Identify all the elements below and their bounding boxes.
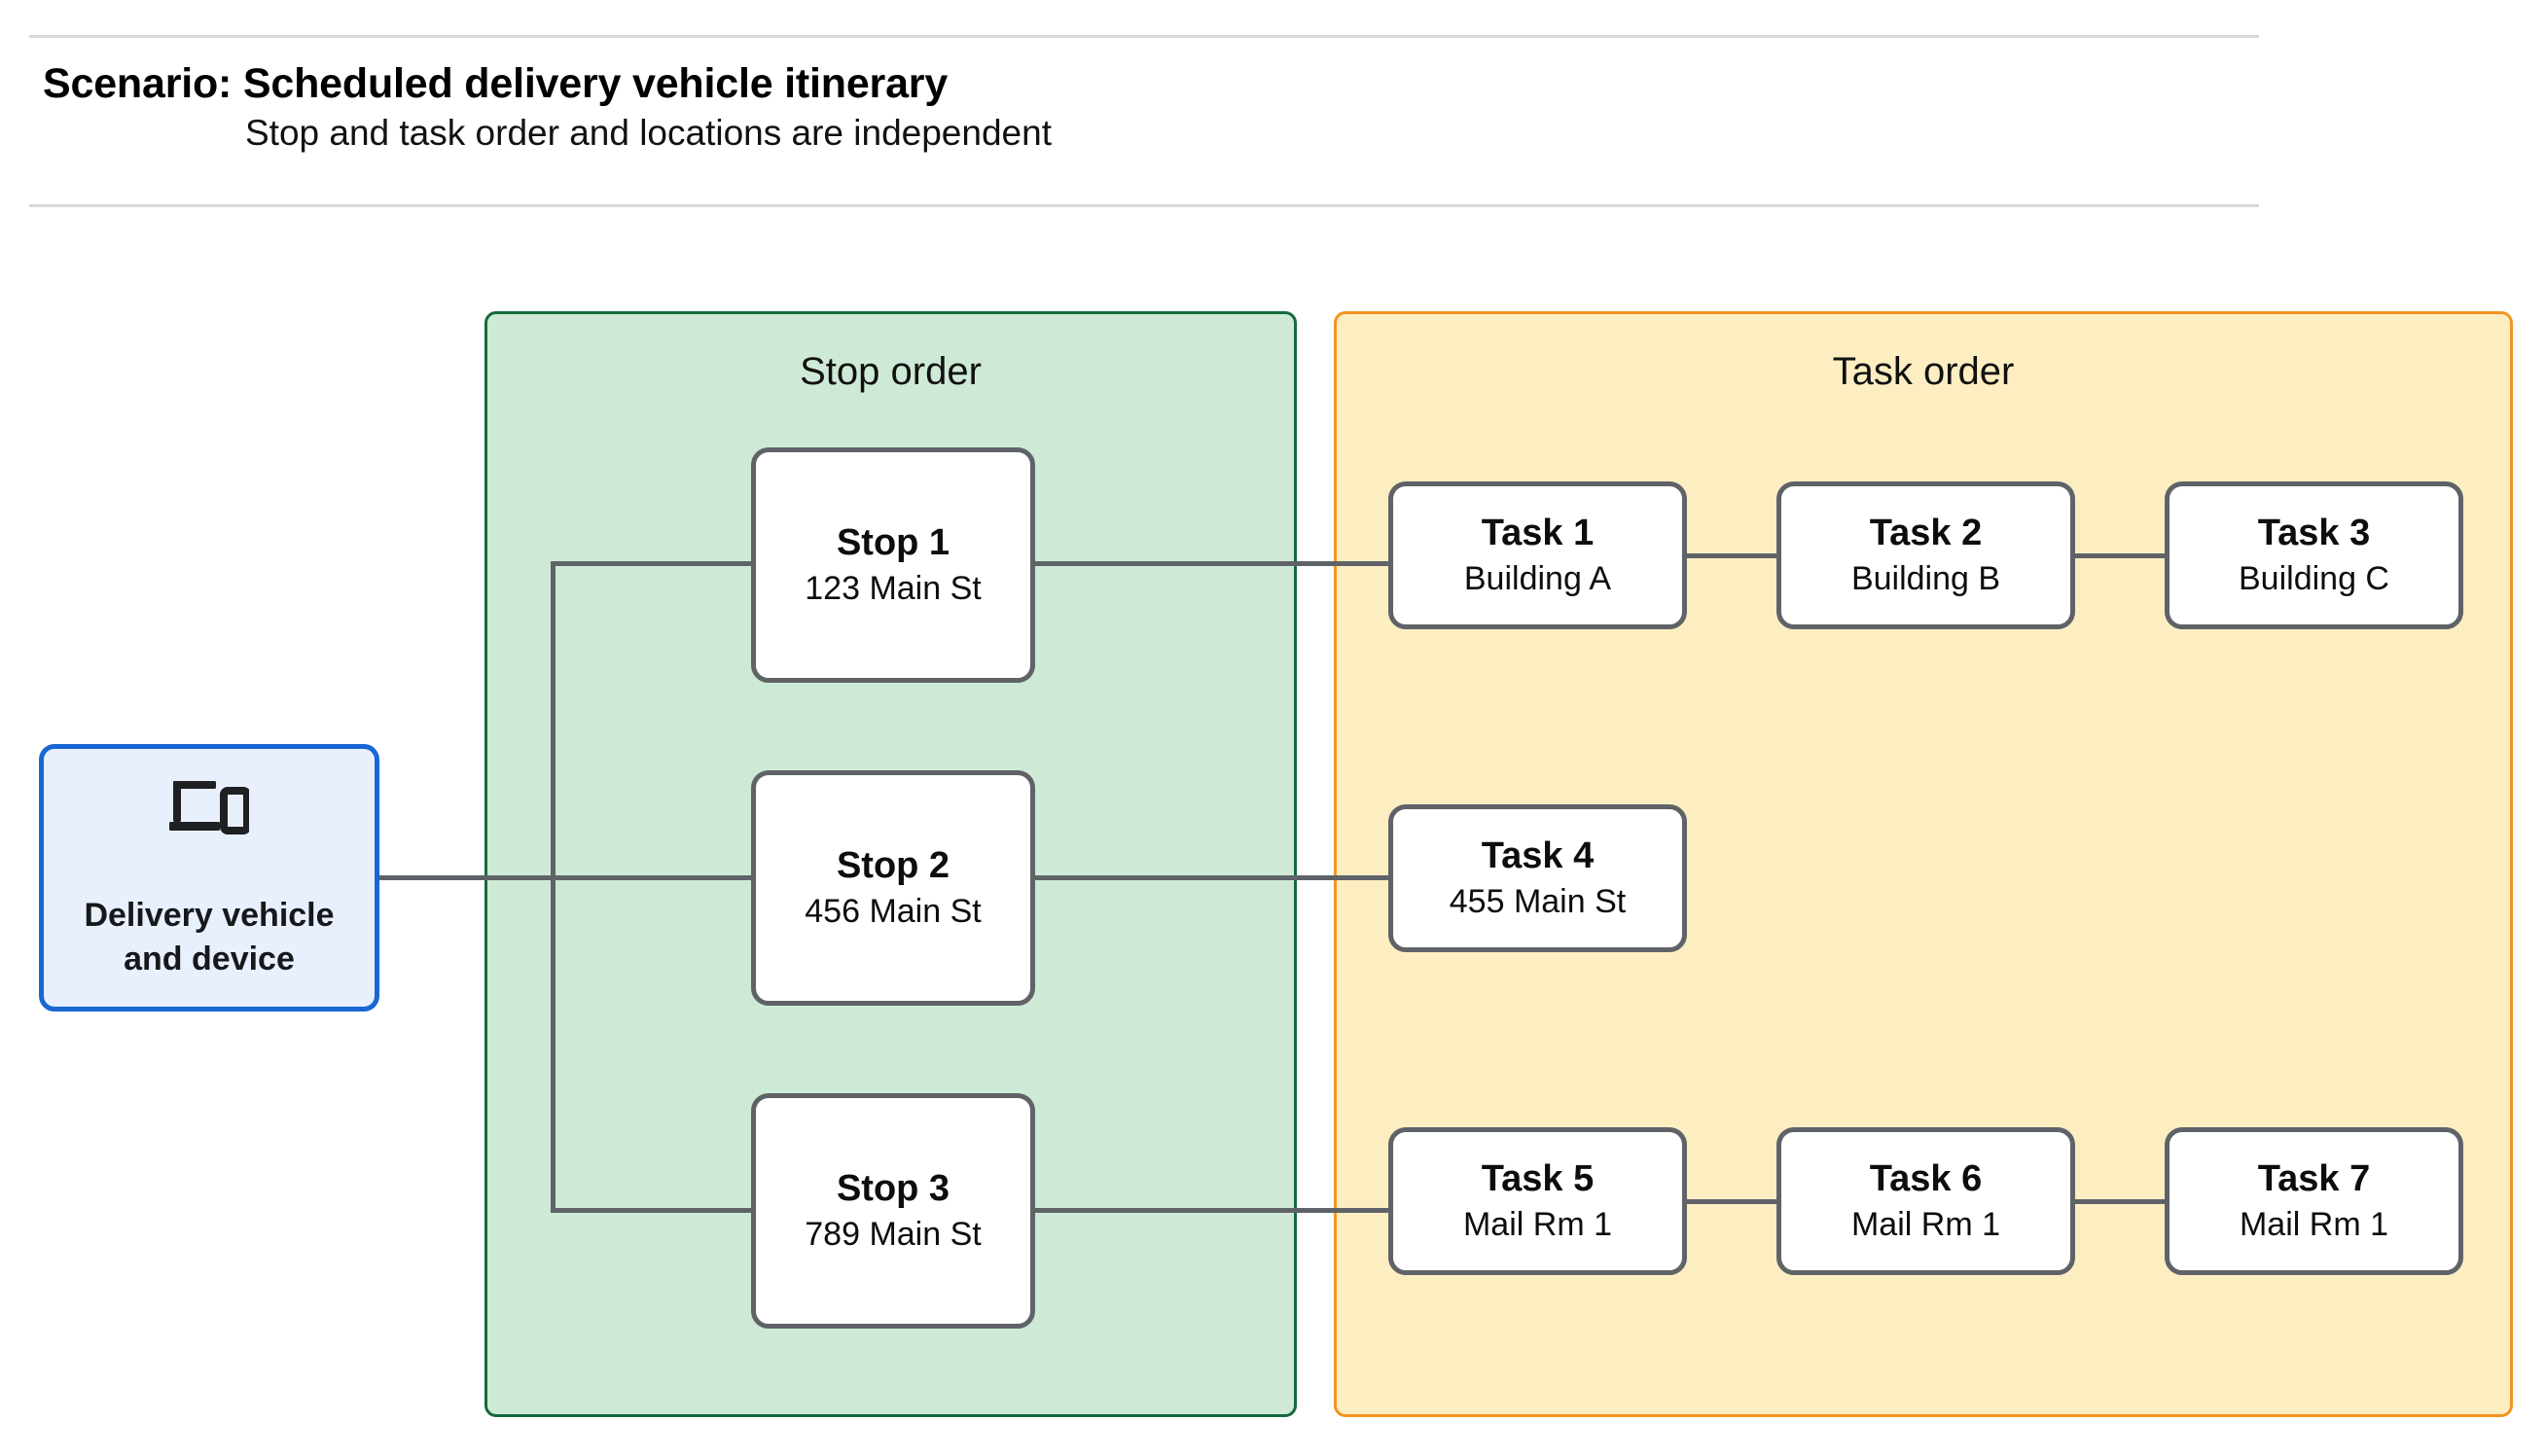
delivery-vehicle-and-device-node[interactable]: Delivery vehicle and device: [39, 744, 379, 1012]
connector-stop-3-to-task-5: [1030, 1208, 1393, 1213]
task-node-7-location: Mail Rm 1: [2239, 1206, 2389, 1244]
connector-task-2-to-task-3: [2071, 553, 2169, 558]
task-node-6-location: Mail Rm 1: [1850, 1206, 2001, 1244]
stop-node-2-address: 456 Main St: [805, 893, 982, 931]
stop-node-1[interactable]: Stop 1 123 Main St: [751, 447, 1035, 683]
task-node-1[interactable]: Task 1 Building A: [1388, 481, 1687, 629]
task-node-1-location: Building A: [1463, 560, 1612, 598]
task-node-7-title: Task 7: [2257, 1158, 2371, 1200]
task-node-7[interactable]: Task 7 Mail Rm 1: [2165, 1127, 2463, 1275]
connector-vehicle-to-bus: [377, 875, 555, 880]
header-divider-bottom: [29, 204, 2259, 207]
task-node-4-title: Task 4: [1481, 835, 1595, 877]
page-subtitle: Stop and task order and locations are in…: [245, 113, 1052, 153]
task-node-6[interactable]: Task 6 Mail Rm 1: [1776, 1127, 2075, 1275]
task-node-2-title: Task 2: [1869, 513, 1983, 554]
stop-node-1-address: 123 Main St: [805, 570, 982, 608]
task-node-5-title: Task 5: [1481, 1158, 1595, 1200]
connector-bus-to-stop-1: [551, 561, 756, 566]
task-node-3-location: Building C: [2239, 560, 2389, 598]
task-node-4[interactable]: Task 4 455 Main St: [1388, 804, 1687, 952]
task-node-1-title: Task 1: [1481, 513, 1595, 554]
task-node-2[interactable]: Task 2 Building B: [1776, 481, 2075, 629]
connector-stop-1-to-task-1: [1030, 561, 1393, 566]
connector-bus-to-stop-3: [551, 1208, 756, 1213]
connector-bus-to-stop-2: [551, 875, 756, 880]
page-title: Scenario: Scheduled delivery vehicle iti…: [43, 60, 949, 107]
stop-node-2-title: Stop 2: [836, 845, 950, 887]
header-divider-top: [29, 35, 2259, 38]
stop-node-3-address: 789 Main St: [805, 1216, 982, 1254]
vehicle-label-line-2: and device: [124, 940, 295, 977]
stop-node-2[interactable]: Stop 2 456 Main St: [751, 770, 1035, 1006]
task-node-4-location: 455 Main St: [1449, 883, 1627, 921]
vehicle-label: Delivery vehicle and device: [84, 894, 334, 979]
stop-order-group-title: Stop order: [800, 350, 982, 393]
vehicle-label-line-1: Delivery vehicle: [84, 897, 335, 935]
connector-task-1-to-task-2: [1683, 553, 1780, 558]
connector-task-6-to-task-7: [2071, 1199, 2169, 1204]
stop-node-3-title: Stop 3: [836, 1168, 950, 1210]
task-node-5[interactable]: Task 5 Mail Rm 1: [1388, 1127, 1687, 1275]
connector-bus-vertical: [551, 561, 556, 1213]
stop-node-3[interactable]: Stop 3 789 Main St: [751, 1093, 1035, 1329]
devices-laptop-phone-icon: [169, 781, 249, 835]
task-node-5-location: Mail Rm 1: [1462, 1206, 1613, 1244]
task-node-6-title: Task 6: [1869, 1158, 1983, 1200]
task-node-3-title: Task 3: [2257, 513, 2371, 554]
task-node-3[interactable]: Task 3 Building C: [2165, 481, 2463, 629]
stop-node-1-title: Stop 1: [836, 522, 950, 564]
task-node-2-location: Building B: [1850, 560, 2001, 598]
connector-stop-2-to-task-4: [1030, 875, 1393, 880]
connector-task-5-to-task-6: [1683, 1199, 1780, 1204]
task-order-group-title: Task order: [1832, 350, 2015, 393]
